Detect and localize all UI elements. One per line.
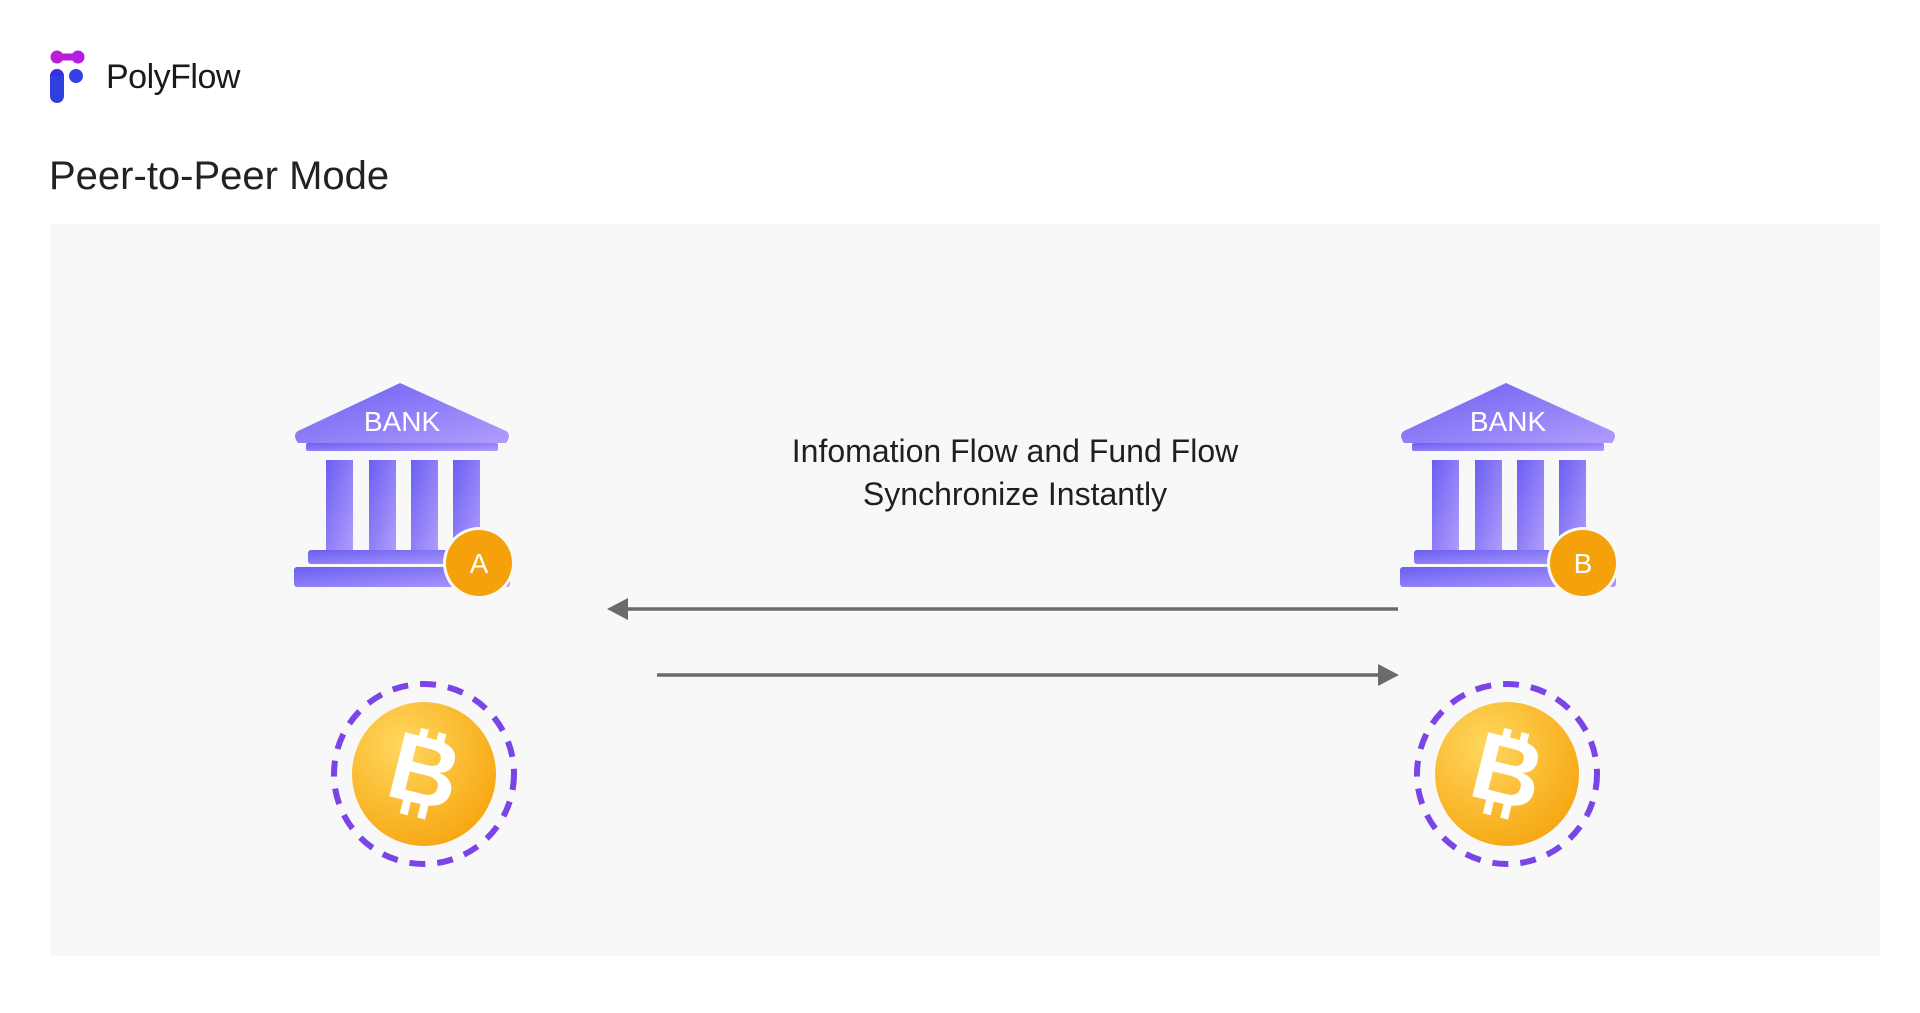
bank-b: BANK B [1398, 379, 1638, 599]
bitcoin-icon: B [1414, 681, 1600, 867]
page-title: Peer-to-Peer Mode [49, 154, 390, 198]
flow-caption: Infomation Flow and Fund Flow Synchroniz… [630, 430, 1400, 516]
flow-arrows [607, 598, 1399, 686]
diagram-panel: BANK A [50, 224, 1880, 956]
bitcoin-coin-b: B [1412, 679, 1602, 869]
flow-caption-line-1: Infomation Flow and Fund Flow [791, 433, 1239, 469]
bank-a-label: BANK [364, 406, 441, 437]
bitcoin-coin-a: B [329, 679, 519, 869]
bank-icon: BANK B [1400, 383, 1619, 599]
polyflow-logo[interactable]: PolyFlow [50, 50, 240, 104]
flow-caption-line-2: Synchronize Instantly [862, 476, 1168, 512]
bank-a: BANK A [292, 379, 532, 599]
brand-name: PolyFlow [106, 57, 240, 96]
bitcoin-icon: B [331, 681, 517, 867]
bank-a-badge: A [470, 548, 489, 579]
bank-icon: BANK A [294, 383, 515, 599]
bank-b-badge: B [1574, 548, 1593, 579]
bank-b-label: BANK [1470, 406, 1547, 437]
polyflow-logo-icon [50, 50, 85, 103]
arrow-left [607, 598, 1398, 620]
arrow-right [657, 664, 1399, 686]
